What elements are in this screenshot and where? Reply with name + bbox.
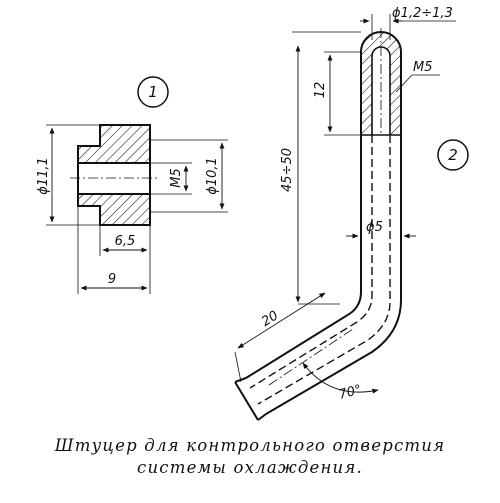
dim-length-total: 9: [108, 272, 116, 287]
angle-arc: [302, 362, 379, 394]
dim-outer-diameter: ϕ11,1: [36, 157, 51, 195]
fitting-lower-section: [77, 193, 151, 226]
tube-outline-right: [265, 52, 402, 415]
caption-line-2: системы охлаждения.: [137, 458, 363, 477]
part-2-tube: ϕ1,2÷1,3 M5 12 45÷50 ϕ5 20 70° 2: [234, 6, 469, 421]
caption-line-1: Штуцер для контрольного отверстия: [54, 436, 446, 455]
dim-inner-diameter: ϕ10,1: [205, 157, 220, 195]
dim-length-tube: 45÷50: [280, 148, 295, 192]
dim-thread-m5: M5: [169, 168, 184, 188]
fitting-upper-section: [77, 124, 151, 164]
callout-part-1: 1: [148, 83, 158, 101]
callout-part-2: 2: [448, 146, 458, 164]
part-1-fitting: ϕ11,1 M5 ϕ10,1 6,5 9 1: [36, 76, 228, 294]
dim-length-short: 6,5: [115, 234, 136, 249]
tube-hidden-bore: [249, 135, 391, 405]
dim-end-length: 20: [259, 308, 281, 329]
tube-outline-left: [245, 52, 362, 379]
dim-angle: 70°: [337, 382, 363, 402]
dim-tube-diameter: ϕ5: [366, 220, 383, 235]
dim-thread-m5-tube: M5: [413, 60, 433, 75]
dim-thread-length: 12: [313, 82, 328, 99]
dim-top-diameter: ϕ1,2÷1,3: [392, 6, 453, 21]
